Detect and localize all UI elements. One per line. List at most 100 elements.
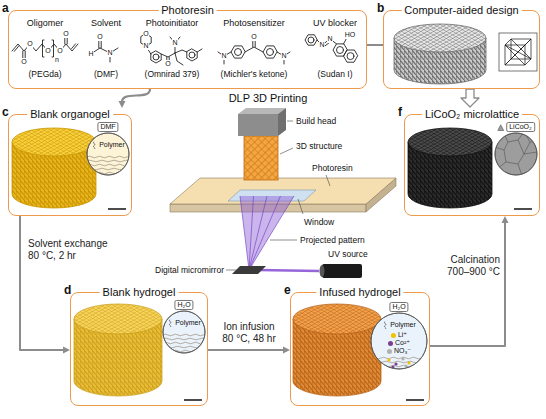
compound-name: (PEGda) <box>28 69 61 79</box>
panel-letter: a <box>2 2 9 15</box>
shape <box>498 124 504 130</box>
unit-cell-inset <box>499 33 537 71</box>
panel-title: Blank organogel <box>27 108 113 121</box>
grain-icon <box>497 124 504 131</box>
inset-circle: DMFPolymer <box>86 122 130 186</box>
ion-dot <box>394 362 397 365</box>
micromirror <box>232 266 266 274</box>
leader-line <box>326 175 330 186</box>
atom-symbol: n <box>55 56 60 64</box>
polymer-chain <box>163 334 208 336</box>
panel-title: Computer-aided design <box>401 4 521 17</box>
part-label: Projected pattern <box>300 235 365 245</box>
connector-line <box>430 222 505 346</box>
compound-name: (Michler's ketone) <box>221 69 288 79</box>
shape <box>93 142 94 149</box>
build-head-side <box>278 108 286 136</box>
leader-line <box>270 240 297 241</box>
polymer-chain <box>163 338 205 340</box>
panel-title: Photoresin <box>158 4 217 17</box>
polymer-key: Polymer <box>382 321 416 329</box>
panel-letter: b <box>377 2 384 15</box>
uv-source <box>322 264 362 278</box>
inset-tab: DMF <box>97 122 118 132</box>
inset-rim <box>371 313 427 369</box>
inset-tab: LiCoO₂ <box>497 122 535 132</box>
disc-top <box>408 128 492 156</box>
omnirad-bonds <box>141 34 202 65</box>
legend-label: Li⁺ <box>398 331 407 339</box>
pegda-bonds <box>12 38 78 60</box>
connector-line <box>208 349 284 351</box>
aromatic-ring <box>153 54 159 60</box>
shape <box>384 322 385 329</box>
uv-lens <box>320 265 325 277</box>
inset-disc <box>371 313 427 369</box>
scale-bars <box>108 209 532 400</box>
part-label: Photoresin <box>312 163 353 173</box>
lattice-disc <box>74 304 162 396</box>
atom-symbol: O <box>21 58 27 66</box>
atom-symbol: HO <box>344 31 356 39</box>
component-role: Oligomer <box>27 18 64 29</box>
inset-tab-label: LiCoO₂ <box>506 122 535 132</box>
inset-circle: H₂O PolymerLi⁺Co²⁺NO₃⁻ <box>370 302 428 380</box>
inset-tab: H₂O <box>389 302 408 312</box>
disc-top <box>394 24 486 52</box>
shape <box>169 320 170 327</box>
disc-top <box>74 304 162 334</box>
legend-row: NO₃⁻ <box>387 347 411 355</box>
component-role: Photosensitizer <box>223 18 285 29</box>
legend-label: Co²⁺ <box>395 339 410 347</box>
atom-symbol: N <box>107 49 113 57</box>
process-arrow <box>20 216 70 354</box>
atom-symbol: O <box>57 47 63 55</box>
arrow-head <box>502 216 509 223</box>
lattice-disc <box>293 304 381 396</box>
inset-tab: H₂O <box>174 300 193 310</box>
aromatic-ring <box>267 49 274 56</box>
edge-label: Calcination 700–900 °C <box>445 254 500 278</box>
inset-detail <box>371 357 431 368</box>
inset-circle: LiCoO₂ <box>494 122 538 186</box>
scale-bar <box>406 399 424 401</box>
legend-label: NO₃⁻ <box>394 347 411 355</box>
leader-line <box>280 148 293 154</box>
inset-detail <box>495 132 537 176</box>
scale-bar <box>514 208 532 210</box>
inset-tab-label: DMF <box>97 122 118 132</box>
polymer-icon <box>91 141 97 149</box>
scale-bar <box>108 208 126 210</box>
edge-label: Ion infusion 80 °C, 48 hr <box>221 321 277 345</box>
panel-title: Infused hydrogel <box>316 286 403 299</box>
disc-top <box>293 304 381 334</box>
aromatic-ring <box>347 53 354 60</box>
part-label: UV source <box>328 249 368 259</box>
panel-letter: d <box>64 284 71 297</box>
process-panel: bComputer-aided design <box>383 4 540 89</box>
part-label: Build head <box>296 116 336 126</box>
atom-symbol: N <box>281 52 287 60</box>
grain-boundaries <box>495 132 537 176</box>
dlp-printer <box>170 108 396 278</box>
panel-border <box>383 10 540 89</box>
arrow-head <box>63 347 70 354</box>
polymer-label: Polymer <box>175 319 201 327</box>
inset-disc <box>87 133 129 175</box>
inset-rim <box>495 133 537 175</box>
uv-beam-lines <box>240 196 294 270</box>
polymer-chain <box>371 365 431 367</box>
legend-swatch <box>391 333 396 338</box>
inset-disc <box>495 133 537 175</box>
panel-title: LiCoO₂ microlattice <box>422 108 522 121</box>
build-head-front <box>238 114 278 136</box>
compound-name: (Omnirad 379) <box>145 69 200 79</box>
component-role: Solvent <box>91 18 121 29</box>
uv-beam-fan <box>240 196 294 270</box>
lattice-disc <box>12 128 96 208</box>
build-head-top <box>238 108 286 114</box>
michler-bonds <box>218 40 290 64</box>
polymer-label: Polymer <box>390 321 416 329</box>
atom-symbol: N <box>221 52 227 60</box>
